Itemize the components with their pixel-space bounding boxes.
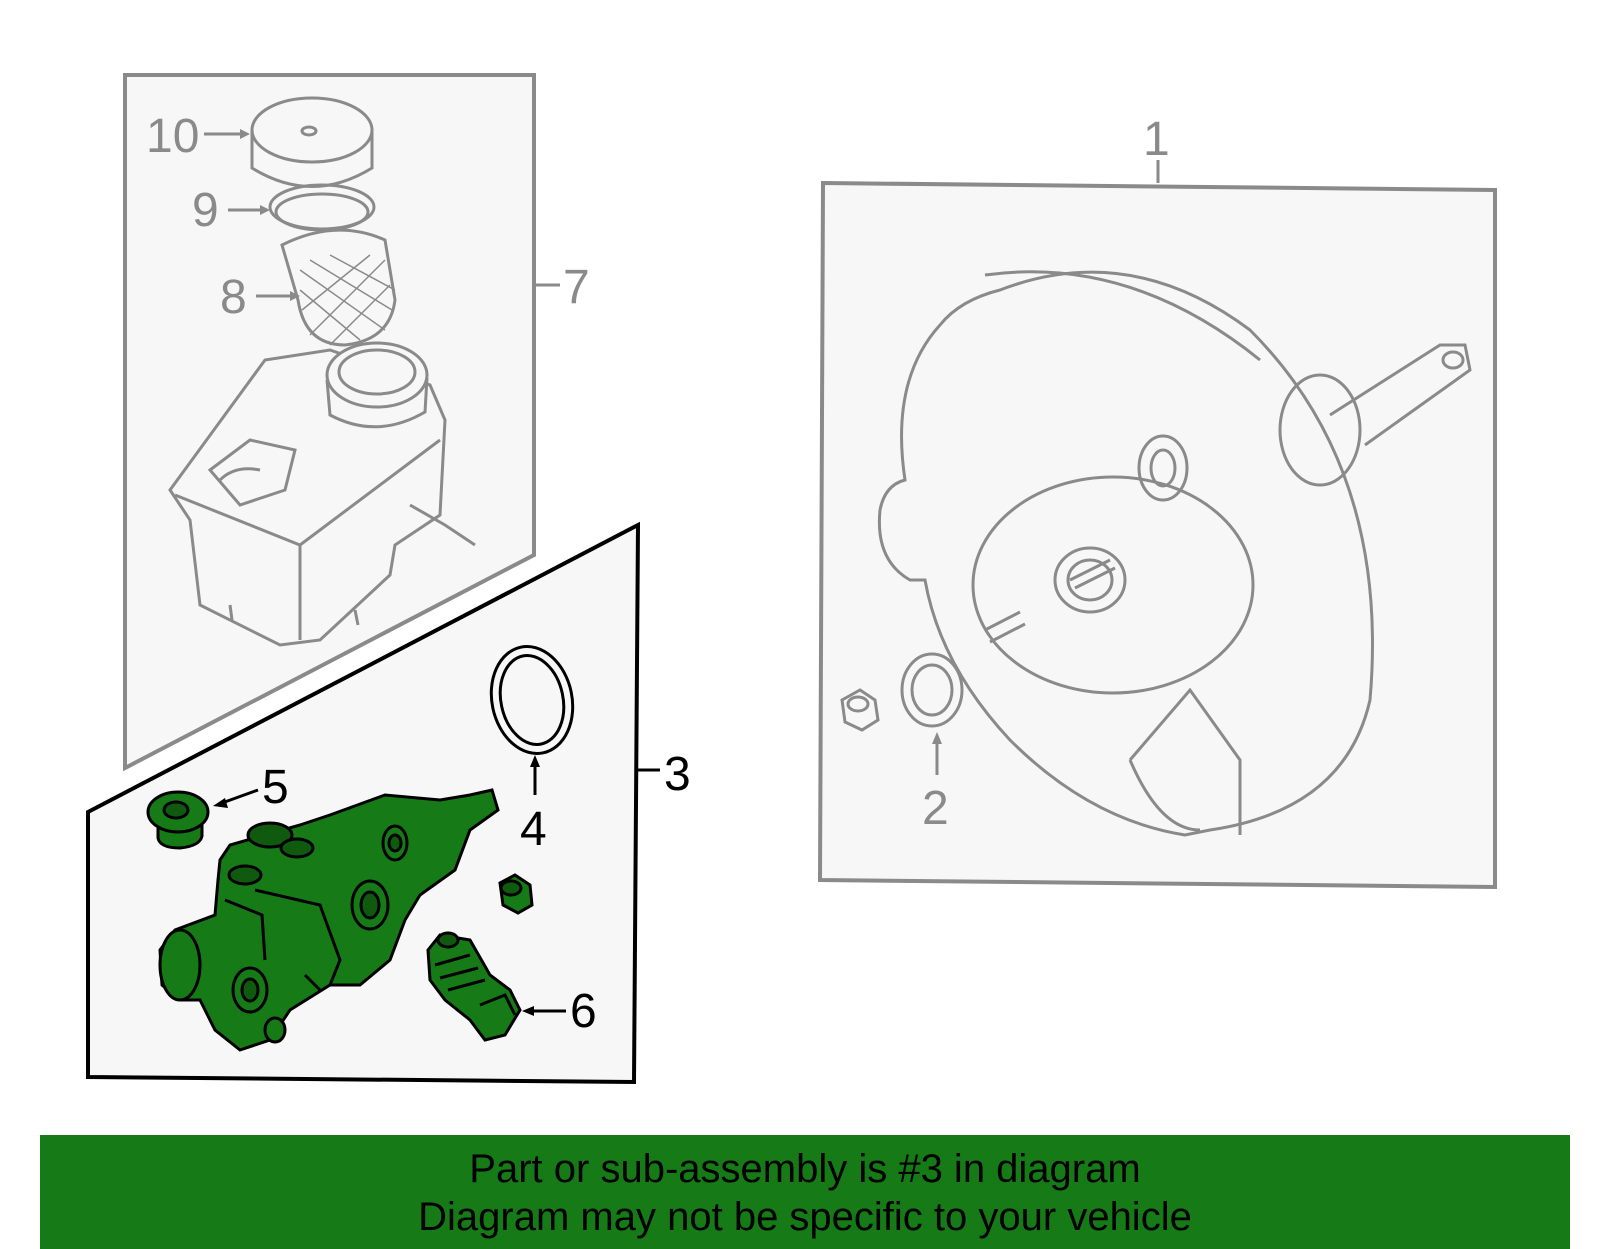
callout-4: 4 bbox=[520, 803, 547, 856]
pressure-sensor bbox=[426, 931, 522, 1042]
banner-line-2: Diagram may not be specific to your vehi… bbox=[418, 1195, 1192, 1239]
callout-8: 8 bbox=[220, 271, 247, 324]
callout-3: 3 bbox=[664, 748, 691, 801]
seal-ring bbox=[489, 645, 575, 755]
callout-10: 10 bbox=[146, 110, 199, 163]
callout-6: 6 bbox=[570, 985, 597, 1038]
banner-line-1: Part or sub-assembly is #3 in diagram bbox=[469, 1147, 1141, 1191]
brake-booster-assembly: 1 2 bbox=[817, 113, 1497, 890]
reservoir-assembly: 7 10 9 8 bbox=[123, 73, 590, 772]
master-cylinder-body bbox=[158, 788, 500, 1052]
callout-9: 9 bbox=[192, 184, 219, 237]
callout-7: 7 bbox=[563, 261, 590, 314]
grommet bbox=[146, 790, 210, 850]
callout-1: 1 bbox=[1143, 113, 1170, 166]
master-cylinder-assembly: 3 4 5 bbox=[86, 521, 691, 1085]
info-banner: Part or sub-assembly is #3 in diagram Di… bbox=[40, 1135, 1570, 1249]
callout-2: 2 bbox=[922, 782, 949, 835]
callout-5: 5 bbox=[262, 761, 289, 814]
fitting-nut bbox=[498, 873, 534, 915]
